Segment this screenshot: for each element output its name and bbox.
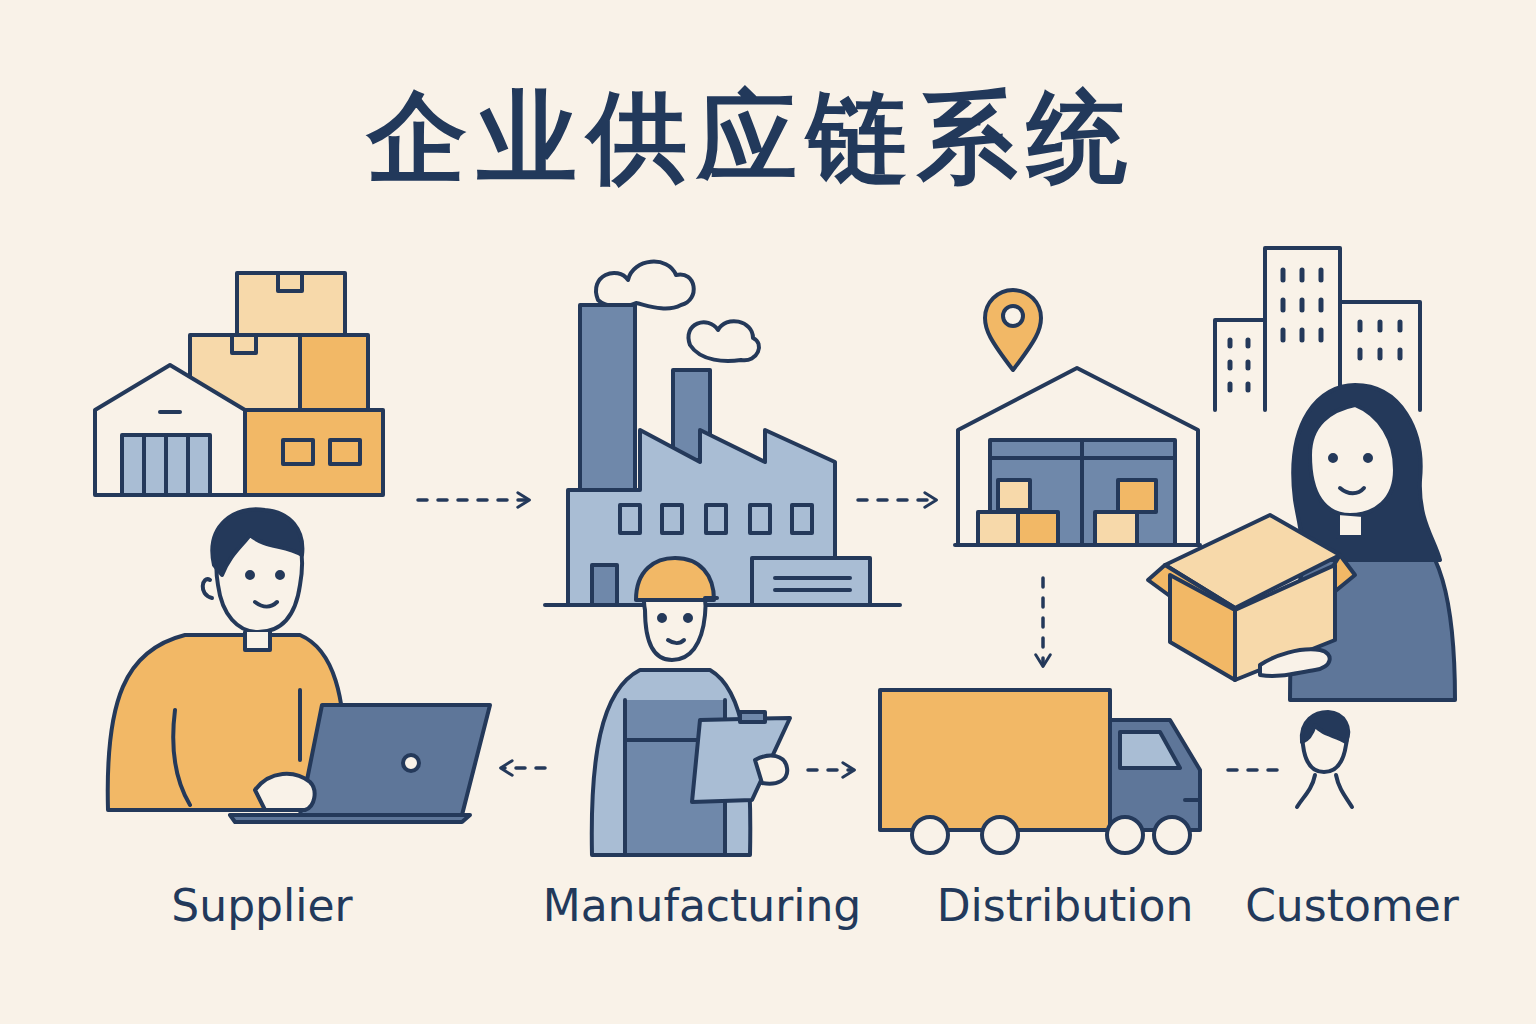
flow-arrows xyxy=(418,500,1282,770)
customer-woman xyxy=(1148,385,1455,700)
diagram-title: 企业供应链系统 xyxy=(367,88,1137,188)
distribution-warehouse xyxy=(955,290,1200,545)
worker xyxy=(592,558,790,855)
factory xyxy=(545,262,900,605)
stage-label: Distribution xyxy=(937,884,1194,928)
stage-label: Supplier xyxy=(171,884,352,928)
customer-icon xyxy=(1297,712,1352,807)
city-buildings xyxy=(1215,248,1420,410)
delivery-truck xyxy=(880,690,1200,853)
supplier-man xyxy=(108,509,490,822)
stage-label: Manufacturing xyxy=(543,884,862,928)
stage-label: Customer xyxy=(1245,884,1459,928)
supplier-warehouse xyxy=(95,273,383,495)
